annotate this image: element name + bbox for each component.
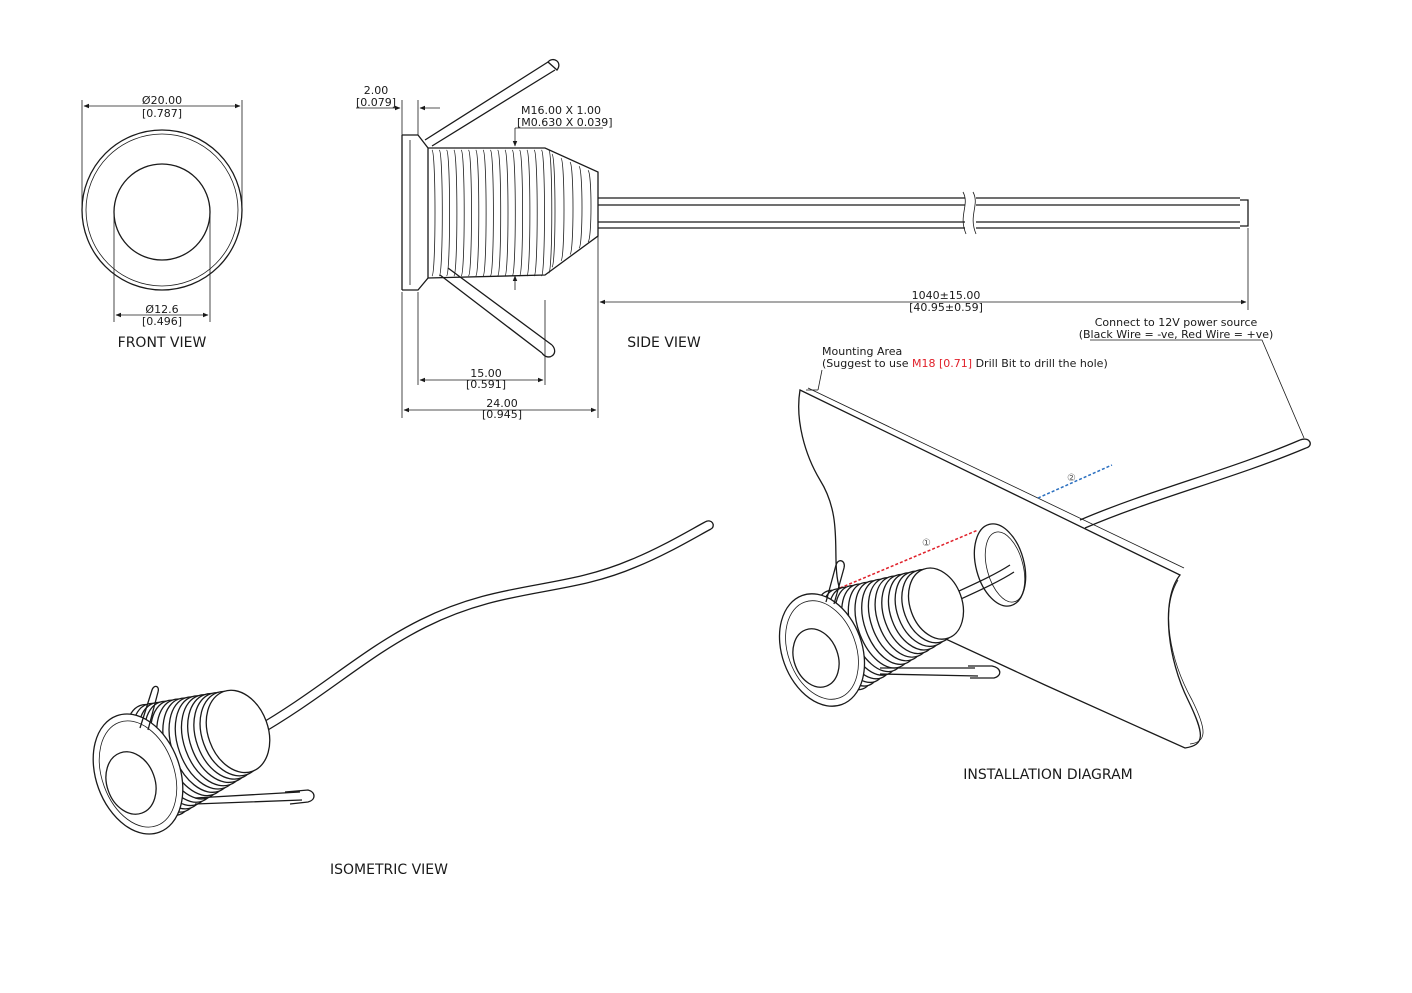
side-view-title: SIDE VIEW bbox=[627, 335, 701, 351]
install-lens bbox=[792, 628, 840, 688]
power-note-line2: (Black Wire = -ve, Red Wire = +ve) bbox=[1079, 328, 1274, 341]
side-upper-leg bbox=[424, 61, 556, 147]
isometric-view: ISOMETRIC VIEW bbox=[92, 520, 714, 878]
side-body-length-in-text: [0.945] bbox=[482, 408, 522, 421]
front-view: Ø20.00 [0.787] Ø12.6 [0.496] FRONT VIEW bbox=[81, 94, 243, 351]
side-thread-ribs bbox=[431, 149, 592, 277]
front-lens-circle bbox=[113, 163, 211, 261]
side-flange bbox=[401, 134, 429, 291]
mount-note-prefix: (Suggest to use bbox=[822, 357, 912, 370]
install-upper-leg bbox=[825, 560, 845, 605]
mount-note-suffix: Drill Bit to drill the hole) bbox=[972, 357, 1108, 370]
side-thread-body bbox=[427, 147, 599, 279]
installation-title: INSTALLATION DIAGRAM bbox=[963, 767, 1132, 783]
mount-note-line2: (Suggest to use M18 [0.71] Drill Bit to … bbox=[822, 357, 1108, 370]
iso-view-title: ISOMETRIC VIEW bbox=[330, 862, 448, 878]
mount-note-line1: Mounting Area bbox=[822, 345, 902, 358]
side-body-length-text: 24.00 bbox=[486, 397, 518, 410]
side-lower-leg bbox=[439, 267, 553, 354]
side-thread-length-text: 15.00 bbox=[470, 367, 502, 380]
power-note-line1: Connect to 12V power source bbox=[1095, 316, 1258, 329]
front-outer-circle-inner bbox=[85, 133, 239, 287]
iso-lower-leg bbox=[194, 789, 315, 805]
power-leader bbox=[1090, 339, 1305, 439]
install-cable bbox=[1079, 439, 1307, 529]
iso-lens bbox=[105, 751, 157, 815]
step2-marker: ② bbox=[1067, 473, 1076, 484]
side-flange-dim-text: 2.00 bbox=[364, 84, 389, 97]
side-cable-length-text: 1040±15.00 bbox=[912, 289, 981, 302]
mounting-hole bbox=[973, 523, 1027, 607]
mount-note-drill-size: M18 [0.71] bbox=[912, 357, 972, 370]
front-outer-dim-in-text: [0.787] bbox=[142, 107, 182, 120]
side-cable bbox=[598, 197, 965, 229]
front-outer-dim-text: Ø20.00 bbox=[142, 94, 182, 107]
side-thread-dim-in-text: [M0.630 X 0.039] bbox=[517, 116, 613, 129]
iso-cable bbox=[249, 521, 712, 738]
step2-line bbox=[1037, 464, 1113, 499]
front-inner-dim-in-text: [0.496] bbox=[142, 315, 182, 328]
installation-diagram: ① ② Connect to 12V power source (Black W… bbox=[778, 316, 1311, 783]
install-flange bbox=[778, 593, 866, 707]
iso-upper-leg bbox=[139, 685, 160, 731]
front-inner-dim-text: Ø12.6 bbox=[145, 303, 178, 316]
install-lower-leg bbox=[879, 665, 1001, 679]
side-cable-length-in-text: [40.95±0.59] bbox=[909, 301, 983, 314]
front-view-title: FRONT VIEW bbox=[118, 335, 207, 351]
side-view: 2.00 [0.079] M16.00 X 1.00 [M0.630 X 0.0… bbox=[356, 58, 1249, 421]
side-flange-dim-in-text: [0.079] bbox=[356, 96, 396, 109]
step1-marker: ① bbox=[922, 538, 931, 549]
front-outer-circle bbox=[81, 129, 243, 291]
side-thread-length-in-text: [0.591] bbox=[466, 378, 506, 391]
side-thread-dim-text: M16.00 X 1.00 bbox=[521, 104, 601, 117]
